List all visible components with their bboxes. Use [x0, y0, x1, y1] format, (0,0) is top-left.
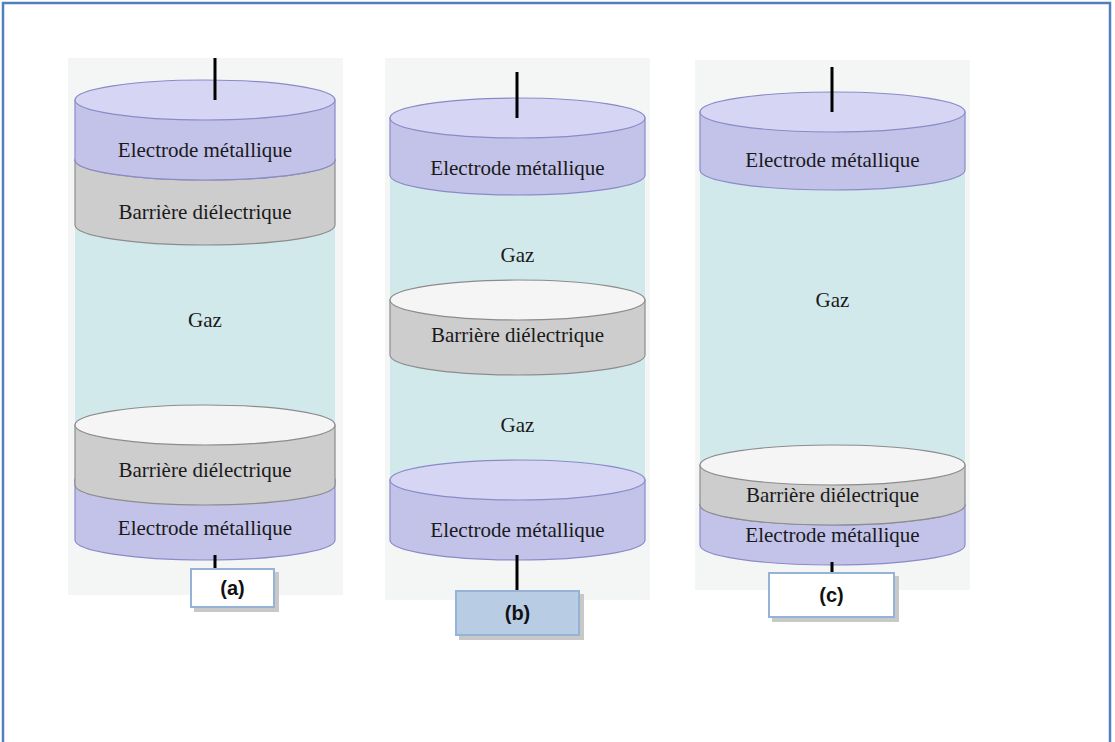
dielectric-face	[700, 445, 965, 485]
electrode-layer: Electrode métallique	[700, 145, 965, 175]
layer-text: Barrière diélectrique	[746, 483, 919, 508]
gas-volume	[75, 100, 335, 470]
layer-text: Gaz	[501, 243, 535, 268]
layer-text: Gaz	[501, 413, 535, 438]
dielectric-face	[390, 280, 645, 320]
reactor-cylinder	[385, 58, 650, 600]
electrode-face	[75, 80, 335, 120]
figure-label: (a)	[190, 568, 275, 608]
lead-wire	[831, 67, 834, 112]
layer-text: Electrode métallique	[430, 518, 604, 543]
gas-gap: Gaz	[390, 410, 645, 440]
gas-gap: Gaz	[390, 240, 645, 270]
lead-wire	[214, 555, 217, 568]
electrode-layer: Electrode métallique	[390, 153, 645, 183]
reactor-cylinder	[68, 58, 343, 595]
layer-text: (b)	[505, 602, 531, 625]
lead-wire	[516, 555, 519, 590]
layer-text: Gaz	[816, 288, 850, 313]
reactor-cylinder	[695, 60, 970, 590]
layer-text: Electrode métallique	[118, 516, 292, 541]
dielectric-layer: Barrière diélectrique	[75, 455, 335, 485]
gas-gap: Gaz	[700, 285, 965, 315]
electrode-face	[390, 460, 645, 500]
panel-ground	[695, 60, 970, 590]
figure-label: (b)	[455, 590, 580, 636]
lead-wire	[831, 562, 834, 572]
layer-text: Barrière diélectrique	[431, 323, 604, 348]
dielectric-layer: Barrière diélectrique	[75, 197, 335, 227]
layer-text: Electrode métallique	[745, 148, 919, 173]
lead-wire	[516, 72, 519, 118]
layer-text: Electrode métallique	[430, 156, 604, 181]
figure-label: (c)	[768, 572, 895, 618]
dielectric-layer: Barrière diélectrique	[700, 480, 965, 510]
electrode-layer: Electrode métallique	[75, 513, 335, 543]
panel-ground	[68, 58, 343, 595]
layer-text: Electrode métallique	[118, 138, 292, 163]
layer-text: (c)	[819, 584, 843, 607]
electrode-layer: Electrode métallique	[390, 515, 645, 545]
electrode-layer: Electrode métallique	[700, 520, 965, 550]
gas-volume	[700, 112, 965, 505]
layer-text: Barrière diélectrique	[118, 200, 291, 225]
electrode-layer: Electrode métallique	[75, 135, 335, 165]
gas-gap: Gaz	[75, 305, 335, 335]
dielectric-layer: Barrière diélectrique	[390, 320, 645, 350]
gas-volume	[390, 118, 645, 480]
lead-wire	[214, 58, 217, 100]
layer-text: Electrode métallique	[745, 523, 919, 548]
dielectric-face	[75, 405, 335, 445]
layer-text: (a)	[220, 577, 244, 600]
panel-ground	[385, 58, 650, 600]
layer-text: Gaz	[188, 308, 222, 333]
layer-text: Barrière diélectrique	[118, 458, 291, 483]
outer-frame	[3, 3, 1110, 742]
